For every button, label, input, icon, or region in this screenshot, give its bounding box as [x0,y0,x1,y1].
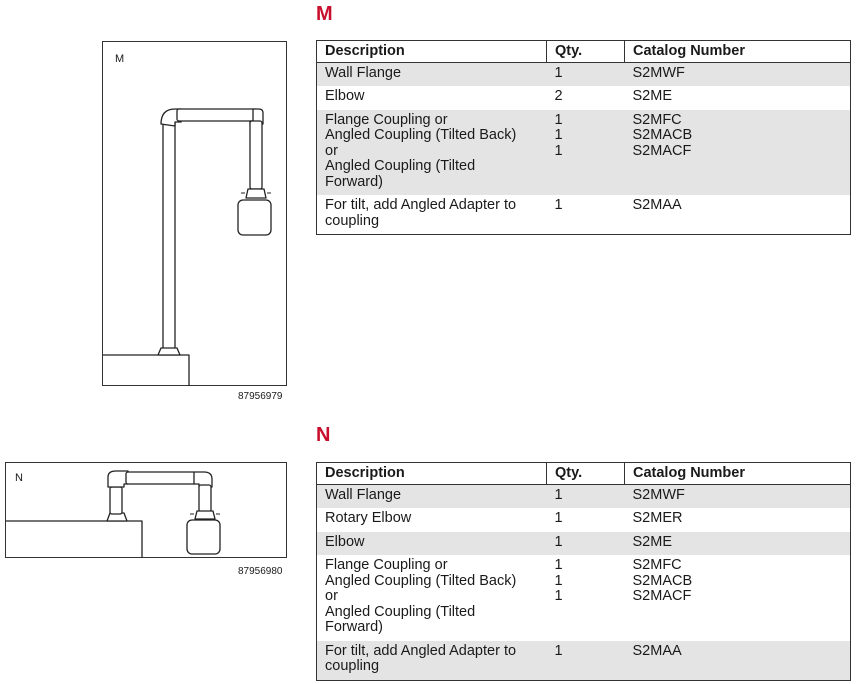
table-row: Elbow 2 S2ME [316,86,851,110]
horizontal-arm [125,471,197,485]
table-row: For tilt, add Angled Adapter to coupling… [316,195,851,235]
figure-m-number: 87956979 [238,391,283,402]
mounting-diagram-m [103,108,272,386]
cell-catalog: S2ME [624,86,851,110]
wall-block [6,520,143,558]
hood [186,519,221,555]
header-description: Description [316,40,547,63]
header-catalog-number: Catalog Number [624,462,851,485]
cell-description: Flange Coupling or Angled Coupling (Tilt… [316,109,547,195]
horizontal-arm [176,108,258,122]
vertical-arm [109,486,123,515]
cell-description: Wall Flange [316,62,547,86]
mounting-diagram-n [6,470,221,558]
cell-catalog: S2MAA [624,195,851,235]
wall-flange [157,347,181,356]
drop-pipe [249,120,263,190]
coupling [194,510,216,520]
cell-qty: 1 [546,195,625,235]
table-row: Elbow 1 S2ME [316,531,851,555]
cell-description: Elbow [316,531,547,555]
table-row: Flange Coupling or Angled Coupling (Tilt… [316,555,851,641]
cell-qty: 1 [546,640,625,680]
cell-qty: 1 [546,508,625,532]
figure-m-label: M [115,53,125,65]
cell-qty: 1 1 1 [546,109,625,195]
parts-table-m: Description Qty. Catalog Number Wall Fla… [316,40,851,235]
figure-n: N [5,462,287,558]
parts-table-n: Description Qty. Catalog Number Wall Fla… [316,462,851,681]
cell-description: Flange Coupling or Angled Coupling (Tilt… [316,555,547,641]
table-row: Wall Flange 1 S2MWF [316,484,851,508]
figure-m: M [102,41,287,386]
cell-qty: 1 1 1 [546,555,625,641]
figure-n-number: 87956980 [238,566,283,577]
cell-catalog: S2MWF [624,62,851,86]
header-catalog-number: Catalog Number [624,40,851,63]
header-description: Description [316,462,547,485]
cell-catalog: S2ME [624,531,851,555]
vertical-arm [162,120,176,350]
cell-catalog: S2MER [624,508,851,532]
elbow-left [160,108,182,127]
cell-description: Rotary Elbow [316,508,547,532]
cell-description: For tilt, add Angled Adapter to coupling [316,195,547,235]
cell-catalog: S2MAA [624,640,851,680]
cell-catalog: S2MFC S2MACB S2MACF [624,109,851,195]
section-n-heading: N [316,424,331,446]
coupling [245,188,267,199]
cell-description: Elbow [316,86,547,110]
table-row: For tilt, add Angled Adapter to coupling… [316,640,851,680]
drop-pipe [198,484,212,513]
cell-catalog: S2MFC S2MACB S2MACF [624,555,851,641]
hood [237,199,272,236]
table-row: Wall Flange 1 S2MWF [316,62,851,86]
cell-description: Wall Flange [316,484,547,508]
header-qty: Qty. [546,462,625,485]
cell-qty: 1 [546,62,625,86]
rotary-elbow [107,470,129,488]
wall-block [103,354,190,386]
table-header-row: Description Qty. Catalog Number [316,40,851,63]
table-header-row: Description Qty. Catalog Number [316,462,851,485]
table-row: Rotary Elbow 1 S2MER [316,508,851,532]
figure-n-label: N [15,472,23,484]
section-m-heading: M [316,3,333,25]
cell-qty: 1 [546,531,625,555]
table-row: Flange Coupling or Angled Coupling (Tilt… [316,109,851,195]
header-qty: Qty. [546,40,625,63]
cell-qty: 2 [546,86,625,110]
cell-qty: 1 [546,484,625,508]
cell-catalog: S2MWF [624,484,851,508]
cell-description: For tilt, add Angled Adapter to coupling [316,640,547,680]
